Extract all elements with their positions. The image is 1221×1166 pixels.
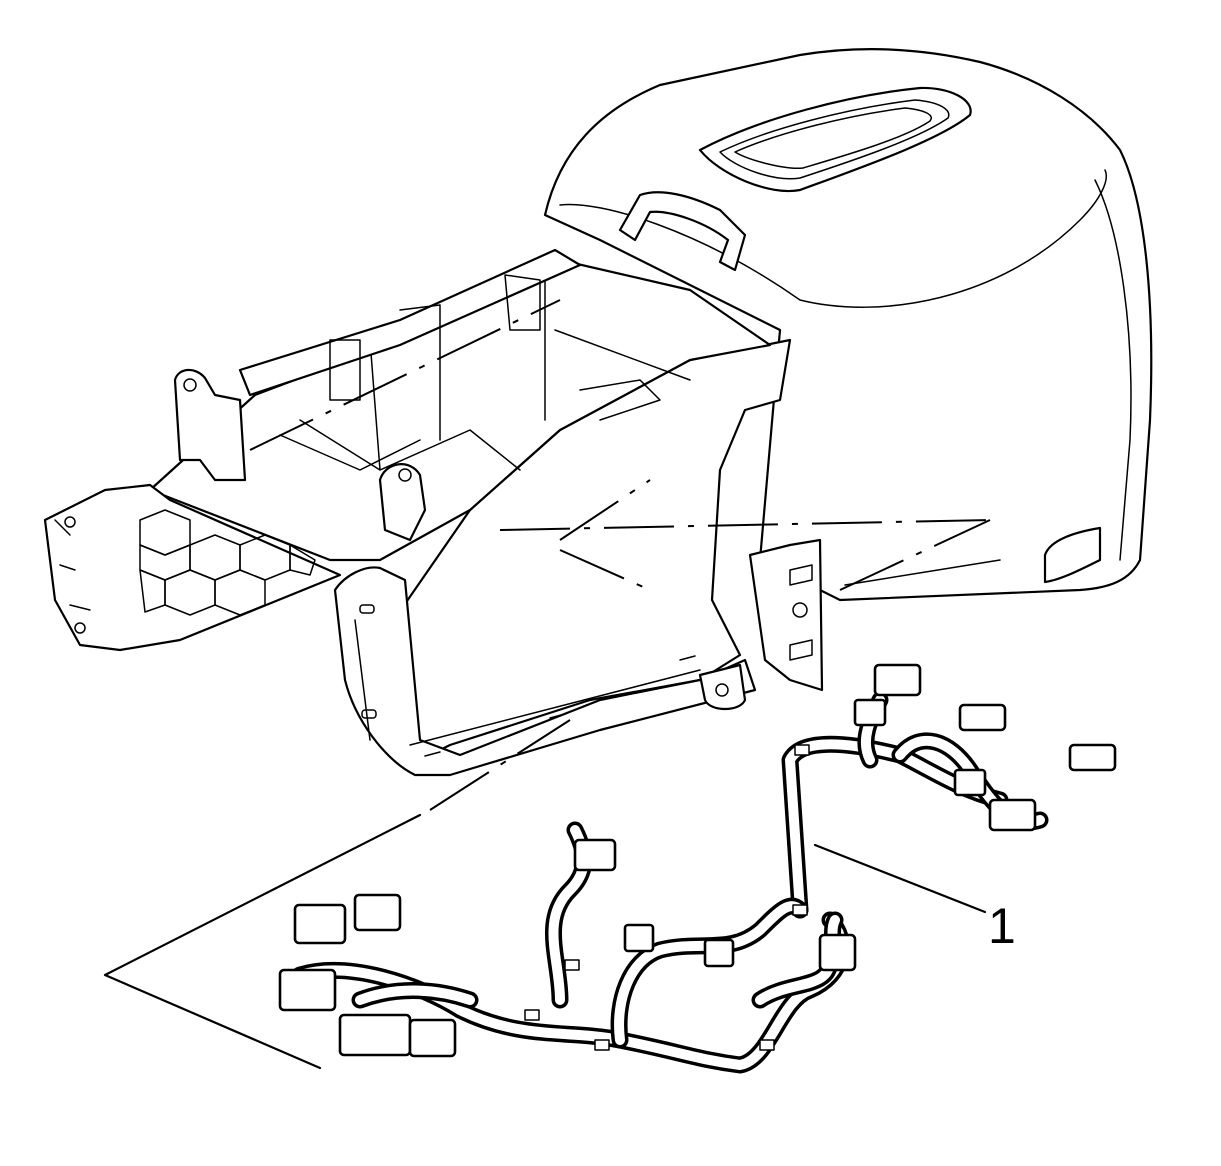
harness-connectors xyxy=(278,663,1117,1058)
honeycomb-grille xyxy=(139,509,316,616)
callout-1: 1 xyxy=(813,843,1016,954)
wiring-harness xyxy=(278,663,1117,1074)
callout-1-label: 1 xyxy=(988,898,1016,954)
hidden-lines xyxy=(249,299,991,591)
console-assembly xyxy=(43,48,1153,777)
harness-clips xyxy=(524,744,810,1051)
explode-leader xyxy=(103,719,571,1070)
console-tub xyxy=(43,248,824,777)
armrest-lid xyxy=(543,48,1153,602)
callout-1-leader xyxy=(813,843,987,914)
